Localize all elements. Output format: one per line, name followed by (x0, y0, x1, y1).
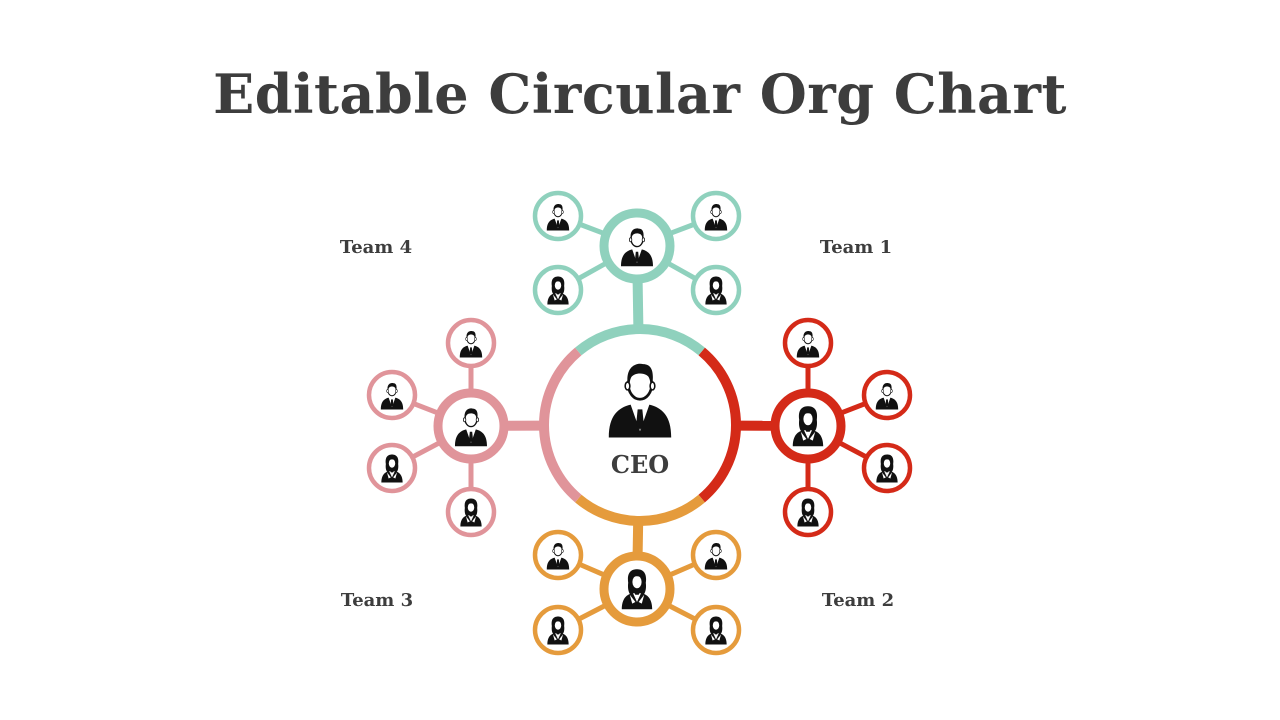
team2-member-node (690, 604, 742, 656)
team1-ring-arc (698, 347, 741, 503)
team2-member-node (532, 529, 584, 581)
team2-label: Team 2 (822, 590, 894, 611)
team4-connectors (577, 222, 697, 330)
team4-member-node (532, 264, 584, 316)
male-person-icon (621, 228, 653, 267)
team2-connectors (578, 520, 696, 622)
team1-member-node (782, 486, 834, 538)
ceo-ring (539, 324, 741, 526)
female-person-icon (547, 276, 569, 305)
female-person-icon (792, 406, 824, 447)
team4-ring-arc (575, 324, 705, 356)
team3-member-node (445, 486, 497, 538)
team2-ring-arc (575, 494, 705, 526)
team3-label: Team 3 (341, 590, 413, 611)
male-person-icon (546, 542, 570, 570)
team3-member-node (445, 317, 497, 369)
male-person-icon (380, 382, 404, 410)
team1-label: Team 1 (820, 237, 892, 258)
team3-member-node (366, 369, 418, 421)
ceo-node: CEO (550, 335, 730, 515)
team-labels: Team 1 Team 2 Team 3 Team 4 (340, 237, 894, 611)
ceo-label: CEO (611, 450, 669, 479)
female-person-icon (621, 569, 653, 610)
male-person-icon (608, 363, 672, 438)
male-person-icon (455, 408, 487, 447)
team4-label: Team 4 (340, 237, 412, 258)
female-person-icon (705, 276, 727, 305)
team3-lead-node (433, 388, 509, 464)
team4-member-node (690, 190, 742, 242)
team1-connectors (735, 367, 867, 488)
team3-member-node (366, 442, 418, 494)
team1-member-node (782, 317, 834, 369)
team3-ring-arc (539, 347, 582, 503)
page-title: Editable Circular Org Chart (213, 62, 1067, 126)
male-person-icon (704, 542, 728, 570)
team2-member-node (690, 529, 742, 581)
female-person-icon (460, 498, 482, 527)
male-person-icon (875, 382, 899, 410)
team3-connectors (412, 367, 545, 488)
team2-member-node (532, 604, 584, 656)
female-person-icon (705, 616, 727, 645)
team1-member-node (861, 442, 913, 494)
team4-lead-node (599, 208, 675, 284)
female-person-icon (797, 498, 819, 527)
male-person-icon (546, 203, 570, 231)
nodes: CEO (366, 190, 913, 656)
female-person-icon (876, 454, 898, 483)
connectors (412, 222, 867, 622)
team4-member-node (532, 190, 584, 242)
male-person-icon (796, 330, 820, 358)
team1-lead-node (770, 388, 846, 464)
team4-member-node (690, 264, 742, 316)
team1-member-node (861, 369, 913, 421)
female-person-icon (381, 454, 403, 483)
team2-lead-node (599, 551, 675, 627)
male-person-icon (459, 330, 483, 358)
male-person-icon (704, 203, 728, 231)
female-person-icon (547, 616, 569, 645)
